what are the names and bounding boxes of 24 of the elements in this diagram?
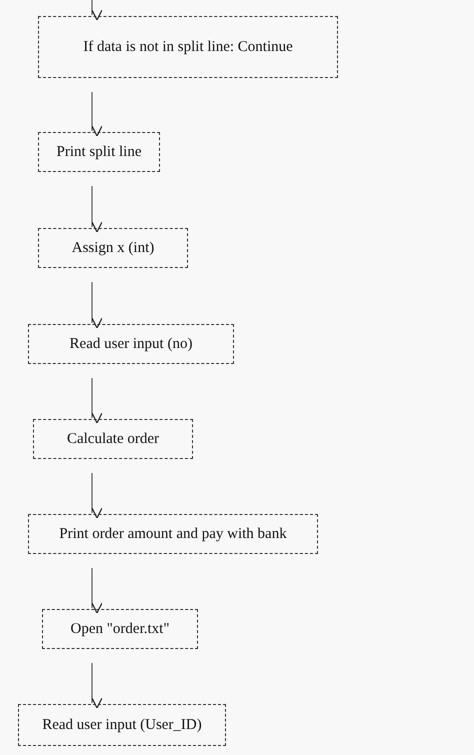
process-box <box>38 228 188 268</box>
process-box <box>33 419 193 459</box>
arrow <box>91 472 103 519</box>
arrow <box>91 378 103 424</box>
box-text: Assign x (int) <box>72 239 154 258</box>
process-box <box>28 514 318 554</box>
arrow <box>91 662 103 709</box>
box-text: Print split line <box>56 143 142 162</box>
process-box <box>38 16 338 78</box>
box-text: Print order amount and pay with bank <box>59 525 287 544</box>
arrow <box>91 568 103 614</box>
box-text: If data is not in split line: Continue <box>83 38 293 57</box>
arrow <box>91 186 103 233</box>
box-text: Calculate order <box>66 430 160 449</box>
arrow <box>91 0 103 21</box>
box-text: Read user input (User_ID) <box>42 716 202 735</box>
arrow <box>91 92 103 137</box>
box-text: Read user input (no) <box>70 335 192 354</box>
box-text: Open "order.txt" <box>70 620 170 639</box>
process-box <box>28 324 234 364</box>
process-box <box>18 704 226 746</box>
process-box <box>38 132 160 172</box>
process-box <box>42 609 198 649</box>
arrow <box>91 282 103 329</box>
